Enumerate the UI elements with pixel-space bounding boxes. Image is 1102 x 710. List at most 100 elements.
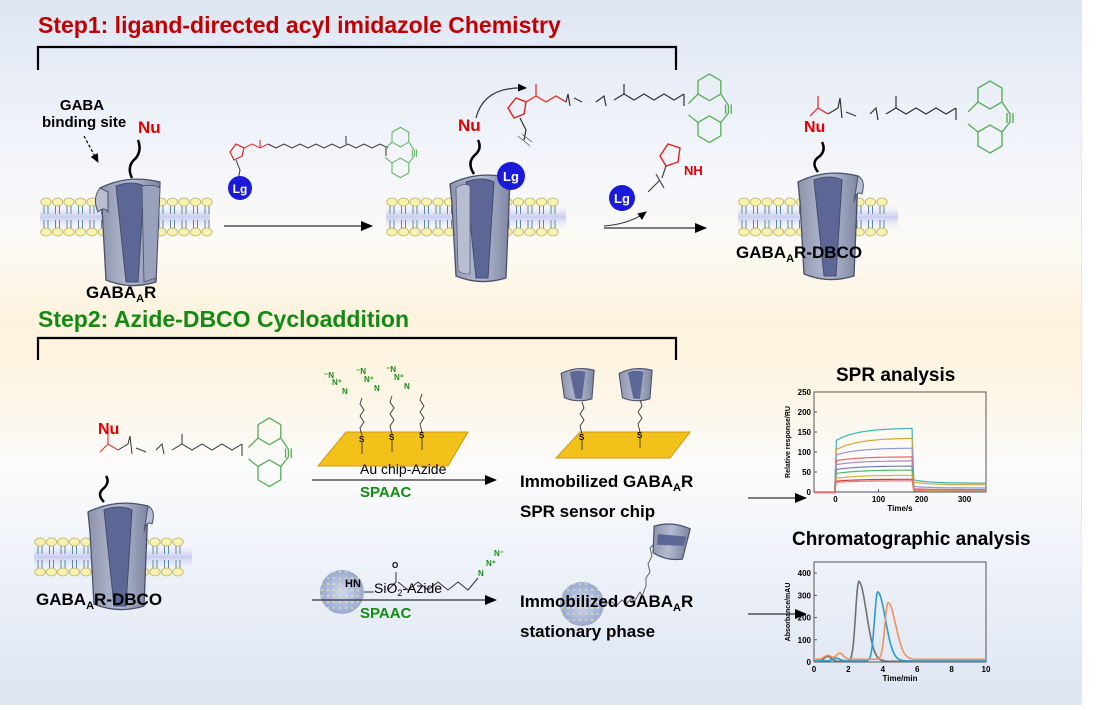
spr-xtick-label: 300	[958, 495, 972, 504]
chrom-ytick-label: 100	[798, 636, 812, 645]
spr-xtick-label: 100	[872, 495, 886, 504]
reagent-molecule	[229, 126, 417, 181]
silica-product-line2: stationary phase	[520, 621, 656, 641]
svg-text:O: O	[392, 561, 398, 570]
leaving-group-1-label: Lg	[233, 182, 248, 196]
receptor-label: GABAAR	[86, 283, 156, 305]
product-label-suffix: R-DBCO	[794, 243, 863, 262]
spr-series-c10	[814, 480, 986, 494]
leaving-group-3-label: Lg	[614, 191, 630, 206]
spr-plot-frame	[813, 391, 987, 493]
chip-product-sub: A	[673, 481, 681, 494]
svg-text:⁻N: ⁻N	[356, 367, 366, 376]
chrom-xtick-label: 8	[949, 665, 954, 674]
chrom-xtick-label: 0	[812, 665, 817, 674]
nucleophile-label-4: Nu	[98, 421, 120, 438]
spr-xtick-label: 200	[915, 495, 929, 504]
spr-xlabel: Time/s	[887, 504, 913, 513]
spr-ytick-label: 100	[798, 448, 812, 457]
chrom-series-grey	[814, 580, 986, 663]
leaving-imidazole	[647, 143, 681, 193]
product-label-step1: GABAAR-DBCO	[736, 243, 862, 265]
chrom-series-orange	[814, 601, 986, 661]
start-label-step2: GABAAR-DBCO	[36, 590, 162, 612]
gaba-a-receptor-1	[94, 178, 161, 287]
gaba-a-receptor-dbco-2	[87, 502, 154, 611]
start-label-sub: A	[86, 599, 95, 612]
spr-xtick-label: 0	[833, 495, 838, 504]
silica-reagent-sub: 2	[397, 588, 403, 599]
product-label-sub: A	[786, 252, 795, 265]
binding-site-line2: binding site	[42, 114, 127, 131]
svg-text:N⁺: N⁺	[332, 378, 342, 387]
nucleophile-label-1: Nu	[138, 118, 161, 137]
product-molecule-1	[809, 80, 1014, 154]
chip-reaction-label: SPAAC	[360, 484, 412, 501]
chip-product-suffix: R	[681, 472, 694, 491]
spr-ytick-label: 250	[798, 388, 812, 397]
figure-panel: Step1: ligand-directed acyl imidazole Ch…	[0, 0, 1082, 705]
svg-text:S: S	[637, 431, 643, 440]
svg-text:S: S	[359, 435, 365, 444]
chrom-ytick-label: 300	[798, 591, 812, 600]
chrom-ytick-label: 0	[807, 658, 812, 667]
chrom-xlabel: Time/min	[883, 674, 918, 683]
receptor-label-main: GABA	[86, 283, 137, 302]
chrom-ytick-label: 200	[798, 614, 812, 623]
diagram-graphics: Lg Lg L	[34, 45, 1014, 626]
step1-title: Step1: ligand-directed acyl imidazole Ch…	[38, 12, 561, 38]
start-label-main: GABA	[36, 590, 87, 609]
chrom-xtick-label: 4	[881, 665, 886, 674]
chrom-xtick-label: 6	[915, 665, 920, 674]
imidazole-nh-label: NH	[684, 163, 703, 178]
intermediate-molecule	[507, 73, 732, 147]
silica-reaction-label: SPAAC	[360, 605, 412, 622]
chrom-xtick-label: 10	[982, 665, 991, 674]
step2-bracket	[36, 336, 678, 360]
spr-ytick-label: 200	[798, 408, 812, 417]
amide-hn-label: HN	[345, 578, 361, 590]
silica-product-label: Immobilized GABAAR stationary phase	[520, 590, 693, 644]
chrom-xtick-label: 2	[846, 665, 851, 674]
silica-product-sub: A	[673, 601, 681, 614]
gaba-a-receptor-2	[449, 174, 511, 283]
product-label-main: GABA	[736, 243, 787, 262]
svg-text:N⁻: N⁻	[494, 549, 504, 558]
spr-ylabel: Relative response/RU	[785, 406, 792, 478]
spr-series-c2	[814, 437, 986, 494]
spr-ytick-label: 50	[802, 468, 811, 477]
silica-product-suffix: R	[681, 592, 694, 611]
chip-reagent-label: Au chip-Azide	[360, 461, 447, 477]
spr-plot-title: SPR analysis	[836, 365, 956, 386]
svg-text:S: S	[389, 433, 395, 442]
chrom-ylabel: Absorbance/mAU	[785, 583, 792, 642]
leaving-group-2	[497, 162, 525, 190]
binding-site-label: GABA binding site	[42, 97, 127, 131]
leaving-group-2-label: Lg	[503, 169, 519, 184]
svg-text:N⁺: N⁺	[486, 559, 496, 568]
chip-product-label: Immobilized GABAAR SPR sensor chip	[520, 470, 693, 524]
nucleophile-label-2: Nu	[458, 116, 481, 135]
gaba-a-receptor-dbco-1	[797, 172, 864, 281]
spr-series-c1	[814, 427, 986, 494]
svg-text:⁻N: ⁻N	[324, 371, 334, 380]
dbco-molecule-2	[99, 417, 292, 488]
svg-text:N⁺: N⁺	[394, 373, 404, 382]
svg-text:N: N	[374, 384, 380, 393]
svg-text:S: S	[419, 431, 425, 440]
receptor-label-suffix: R	[144, 283, 157, 302]
silica-product-line1: Immobilized GABA	[520, 592, 674, 611]
chip-product-line1: Immobilized GABA	[520, 472, 674, 491]
svg-text:N: N	[404, 382, 410, 391]
svg-text:N: N	[478, 569, 484, 578]
silica-reagent-pre: SiO	[374, 580, 398, 596]
step2-title: Step2: Azide-DBCO Cycloaddition	[38, 306, 409, 332]
chrom-ytick-label: 400	[798, 569, 812, 578]
svg-text:S: S	[579, 433, 585, 442]
spr-series-c3	[814, 447, 986, 494]
step1-bracket	[36, 45, 678, 70]
nucleophile-label-3: Nu	[804, 119, 826, 136]
